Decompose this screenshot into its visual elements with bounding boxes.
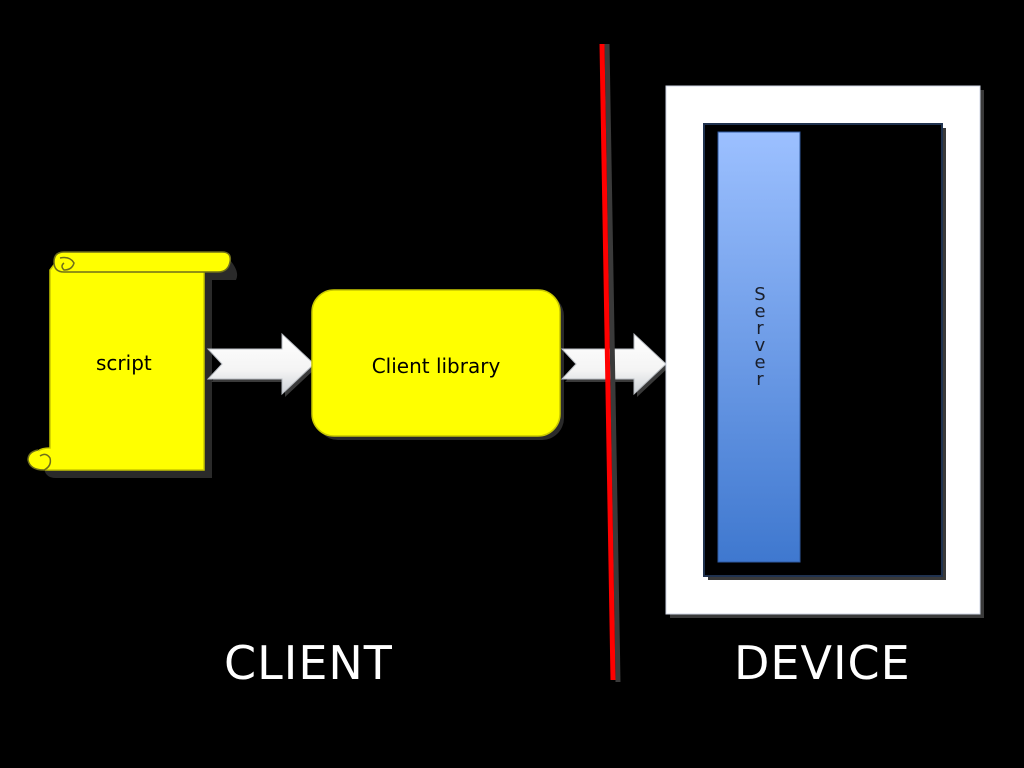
script-scroll-shape [27,251,238,478]
server-label-letter: e [754,301,766,322]
region-label-client: CLIENT [224,636,393,690]
app-label: App [812,351,852,375]
server-label-letter: r [756,369,764,390]
server-label-letter: r [756,318,764,339]
client-device-divider [599,43,621,683]
client-library-box-shape [311,289,564,440]
server-label-letter: e [754,352,766,373]
server-label-letter: S [754,284,766,305]
arrow-script-to-client-library [206,332,317,397]
client-library-label: Client library [371,354,501,378]
server-bar-shape [717,131,801,563]
server-label-letter: v [754,335,766,356]
script-label: script [96,351,152,375]
arrow-client-library-to-server [560,332,669,397]
region-label-device: DEVICE [734,636,911,690]
